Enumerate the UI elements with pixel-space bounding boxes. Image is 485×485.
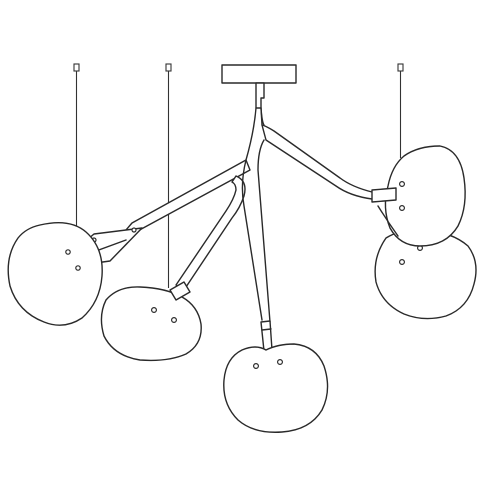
inner-arm	[175, 175, 246, 291]
suspension-cables	[73, 63, 404, 288]
center-collar	[260, 320, 273, 352]
plate-screw-2	[131, 227, 137, 233]
globe-middle-left	[100, 281, 202, 362]
globe-center	[223, 343, 329, 433]
central-stem	[255, 82, 265, 109]
globe-right-upper-collar	[371, 187, 397, 203]
cable-left	[73, 63, 80, 232]
right-lower-connector	[377, 205, 399, 237]
cable-middle	[165, 63, 172, 288]
globe-right-upper	[371, 145, 466, 247]
globe-middle-left-collar	[169, 281, 191, 301]
trunk-junction	[260, 107, 263, 126]
globe-left	[7, 222, 103, 326]
cable-right	[397, 63, 404, 158]
center-collar-ring	[261, 328, 272, 331]
ceiling-canopy	[221, 64, 297, 84]
left-arm	[125, 159, 251, 234]
